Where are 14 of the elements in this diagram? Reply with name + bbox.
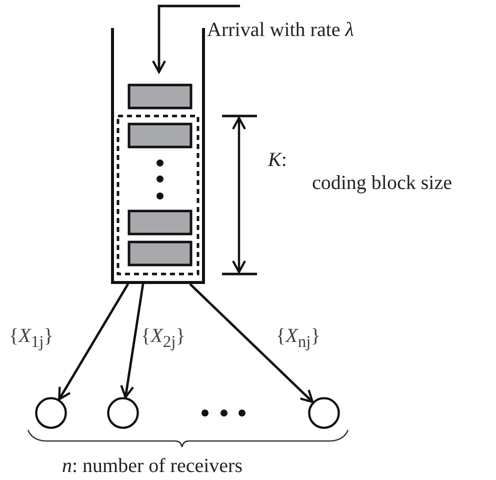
text-label: n: number of receivers: [62, 456, 242, 476]
receiver-circle: [308, 397, 340, 429]
edge-label: {X$_{2j}$}: [141, 326, 186, 351]
queue-buffer: [111, 28, 205, 284]
receiver-circle: [107, 397, 139, 429]
arrow: [152, 4, 240, 74]
arrow: [189, 283, 314, 403]
arrow: [58, 283, 130, 400]
edge-label: {X$_{nj}$}: [276, 326, 320, 351]
receiver-circle: [35, 397, 67, 429]
text-label: K:: [268, 150, 287, 170]
text-label: coding block size: [312, 173, 452, 193]
arrow: [120, 284, 144, 398]
edge-label: {X$_{1j}$}: [9, 326, 54, 351]
